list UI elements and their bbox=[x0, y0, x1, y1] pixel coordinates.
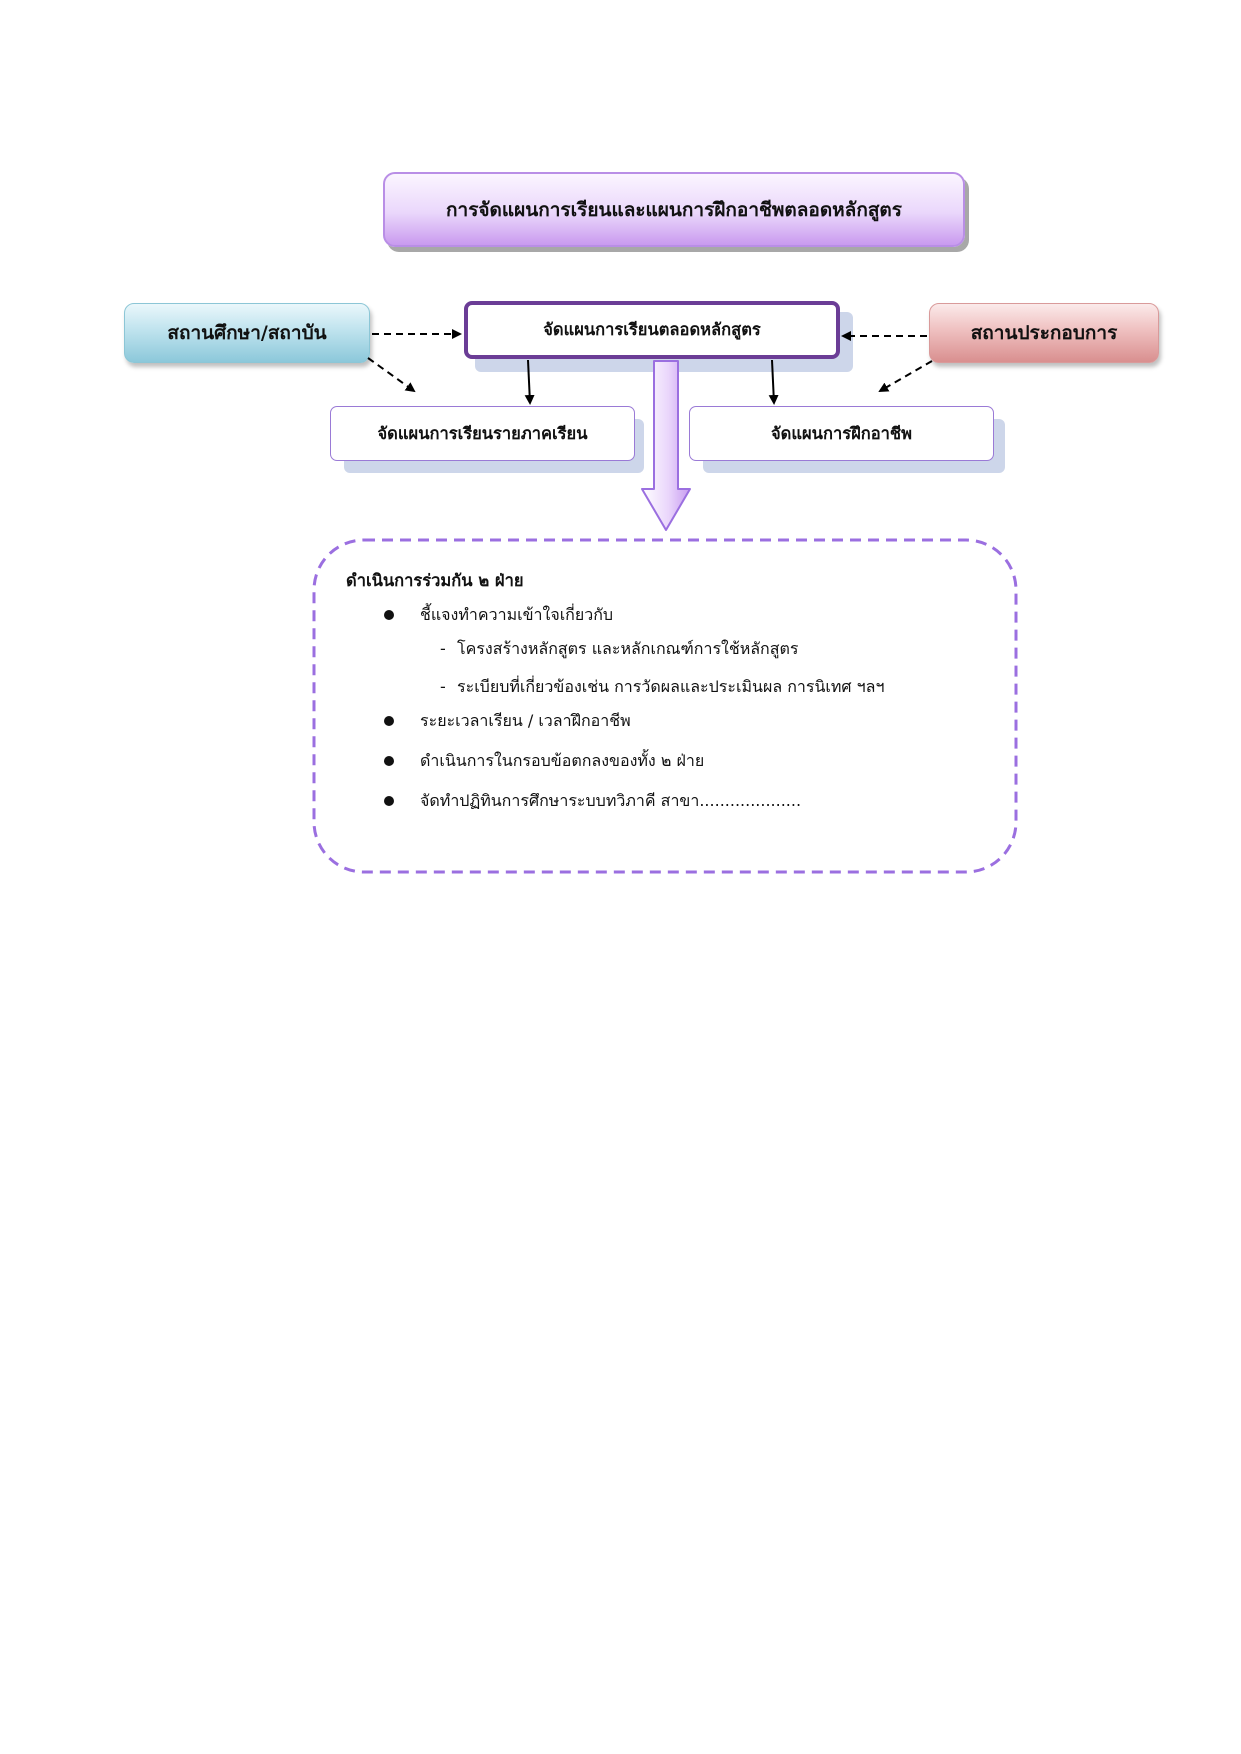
bullet-text: ดำเนินการในกรอบข้อตกลงของทั้ง ๒ ฝ่าย bbox=[420, 751, 705, 770]
node-vocational-plan: จัดแผนการฝึกอาชีพ bbox=[689, 406, 994, 461]
bullet-dot-icon bbox=[384, 610, 394, 620]
bullet-item: ชี้แจงทำความเข้าใจเกี่ยวกับ -โครงสร้างหลั… bbox=[346, 603, 996, 699]
node-school: สถานศึกษา/สถาบัน bbox=[124, 303, 370, 363]
node-vocational-plan-label: จัดแผนการฝึกอาชีพ bbox=[771, 423, 912, 443]
sub-item: -โครงสร้างหลักสูตร และหลักเกณฑ์การใช้หลั… bbox=[420, 637, 996, 661]
node-center-label: จัดแผนการเรียนตลอดหลักสูตร bbox=[543, 320, 761, 339]
bullet-item: จัดทำปฏิทินการศึกษาระบบทวิภาคี สาขา.....… bbox=[346, 789, 996, 813]
sub-list: -โครงสร้างหลักสูตร และหลักเกณฑ์การใช้หลั… bbox=[420, 637, 996, 699]
bullet-text: ชี้แจงทำความเข้าใจเกี่ยวกับ bbox=[420, 605, 614, 624]
node-company: สถานประกอบการ bbox=[929, 303, 1159, 363]
cooperation-box-border bbox=[312, 538, 1018, 874]
node-school-label: สถานศึกษา/สถาบัน bbox=[167, 322, 327, 344]
bullet-item: ดำเนินการในกรอบข้อตกลงของทั้ง ๒ ฝ่าย bbox=[346, 749, 996, 773]
node-company-label: สถานประกอบการ bbox=[970, 322, 1118, 344]
edge-company-to-vocational-plan bbox=[878, 360, 933, 392]
edge-center-to-term-plan bbox=[524, 359, 535, 405]
block-down-arrow bbox=[641, 360, 691, 531]
diagram-title: การจัดแผนการเรียนและแผนการฝึกอาชีพตลอดหล… bbox=[383, 172, 965, 247]
cooperation-content: ดำเนินการร่วมกัน ๒ ฝ่าย ชี้แจงทำความเข้า… bbox=[346, 568, 996, 829]
bullet-item: ระยะเวลาเรียน / เวลาฝึกอาชีพ bbox=[346, 709, 996, 733]
dash-icon: - bbox=[440, 677, 446, 696]
bullet-dot-icon bbox=[384, 716, 394, 726]
bullet-text: จัดทำปฏิทินการศึกษาระบบทวิภาคี สาขา.....… bbox=[420, 791, 802, 810]
sub-item-text: ระเบียบที่เกี่ยวข้องเช่น การวัดผลและประเ… bbox=[457, 677, 885, 696]
node-term-plan-label: จัดแผนการเรียนรายภาคเรียน bbox=[377, 423, 588, 443]
edge-center-to-vocational-plan bbox=[768, 359, 779, 405]
node-center: จัดแผนการเรียนตลอดหลักสูตร bbox=[464, 301, 840, 359]
cooperation-heading: ดำเนินการร่วมกัน ๒ ฝ่าย bbox=[346, 571, 524, 590]
bullet-dot-icon bbox=[384, 756, 394, 766]
cooperation-bullet-list: ชี้แจงทำความเข้าใจเกี่ยวกับ -โครงสร้างหลั… bbox=[346, 603, 996, 813]
node-term-plan: จัดแผนการเรียนรายภาคเรียน bbox=[330, 406, 635, 461]
bullet-dot-icon bbox=[384, 796, 394, 806]
edge-school-to-term-plan bbox=[367, 357, 416, 393]
diagram-title-text: การจัดแผนการเรียนและแผนการฝึกอาชีพตลอดหล… bbox=[446, 198, 902, 221]
bullet-text: ระยะเวลาเรียน / เวลาฝึกอาชีพ bbox=[420, 711, 631, 730]
sub-item: -ระเบียบที่เกี่ยวข้องเช่น การวัดผลและประ… bbox=[420, 675, 996, 699]
dash-icon: - bbox=[440, 639, 446, 658]
sub-item-text: โครงสร้างหลักสูตร และหลักเกณฑ์การใช้หลัก… bbox=[457, 639, 799, 658]
